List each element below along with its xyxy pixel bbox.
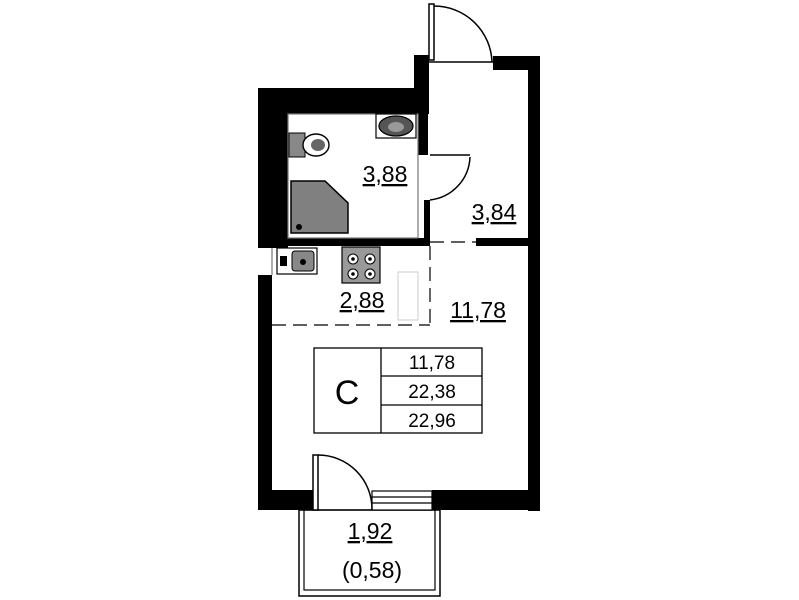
window <box>371 490 433 511</box>
wall-outlines <box>271 113 419 275</box>
bathroom-door-swing <box>429 156 471 201</box>
entrance-door-leaf <box>428 3 435 61</box>
wall-entrance-left-jamb <box>414 55 429 100</box>
hall-area-label: 3,84 <box>472 199 517 225</box>
partition-bath-right-upper <box>418 100 428 155</box>
living-area-label: 11,78 <box>450 297 506 323</box>
summary-living-area: 11,78 <box>409 353 455 374</box>
bathroom-area-label: 3,88 <box>363 161 408 187</box>
wall-bottom-right <box>432 490 540 510</box>
apartment-type-letter: C <box>335 374 360 412</box>
entrance-door-swing <box>433 5 493 63</box>
summary-total-area: 22,38 <box>408 382 456 403</box>
partition-bath-bottom <box>272 238 430 246</box>
wall-right <box>528 56 540 511</box>
balcony <box>298 509 441 597</box>
partition-hall-bottom <box>476 238 540 246</box>
balcony-door <box>312 454 373 511</box>
partition-bath-right-lower <box>424 200 430 244</box>
wall-left-lower <box>258 275 272 510</box>
bathroom-fixtures <box>288 113 417 234</box>
kitchen-area-label: 2,88 <box>340 287 385 313</box>
toilet-fixture <box>288 132 330 158</box>
stove <box>341 246 381 284</box>
sink-fixture <box>375 113 417 139</box>
wall-bottom-left <box>258 490 316 510</box>
fridge-outline <box>397 271 419 321</box>
partition-bath-left-inner <box>272 110 288 245</box>
summary-total-with-balcony: 22,96 <box>408 411 456 432</box>
kitchen-fixtures <box>276 246 419 321</box>
entrance-door <box>428 3 496 63</box>
balcony-door-leaf <box>312 454 319 511</box>
kitchen-sink <box>276 247 318 275</box>
area-summary-table <box>313 347 483 434</box>
balcony-coef-area-label: (0,58) <box>342 557 402 583</box>
zone-boundaries <box>272 241 476 326</box>
balcony-outer <box>298 509 441 597</box>
balcony-inner <box>303 509 436 591</box>
bathroom-door <box>429 154 471 201</box>
shower-tray <box>290 180 349 234</box>
balcony-door-swing <box>317 454 373 510</box>
balcony-area-label: 1,92 <box>348 518 393 544</box>
exterior-walls <box>258 55 540 511</box>
interior-walls <box>272 100 540 246</box>
